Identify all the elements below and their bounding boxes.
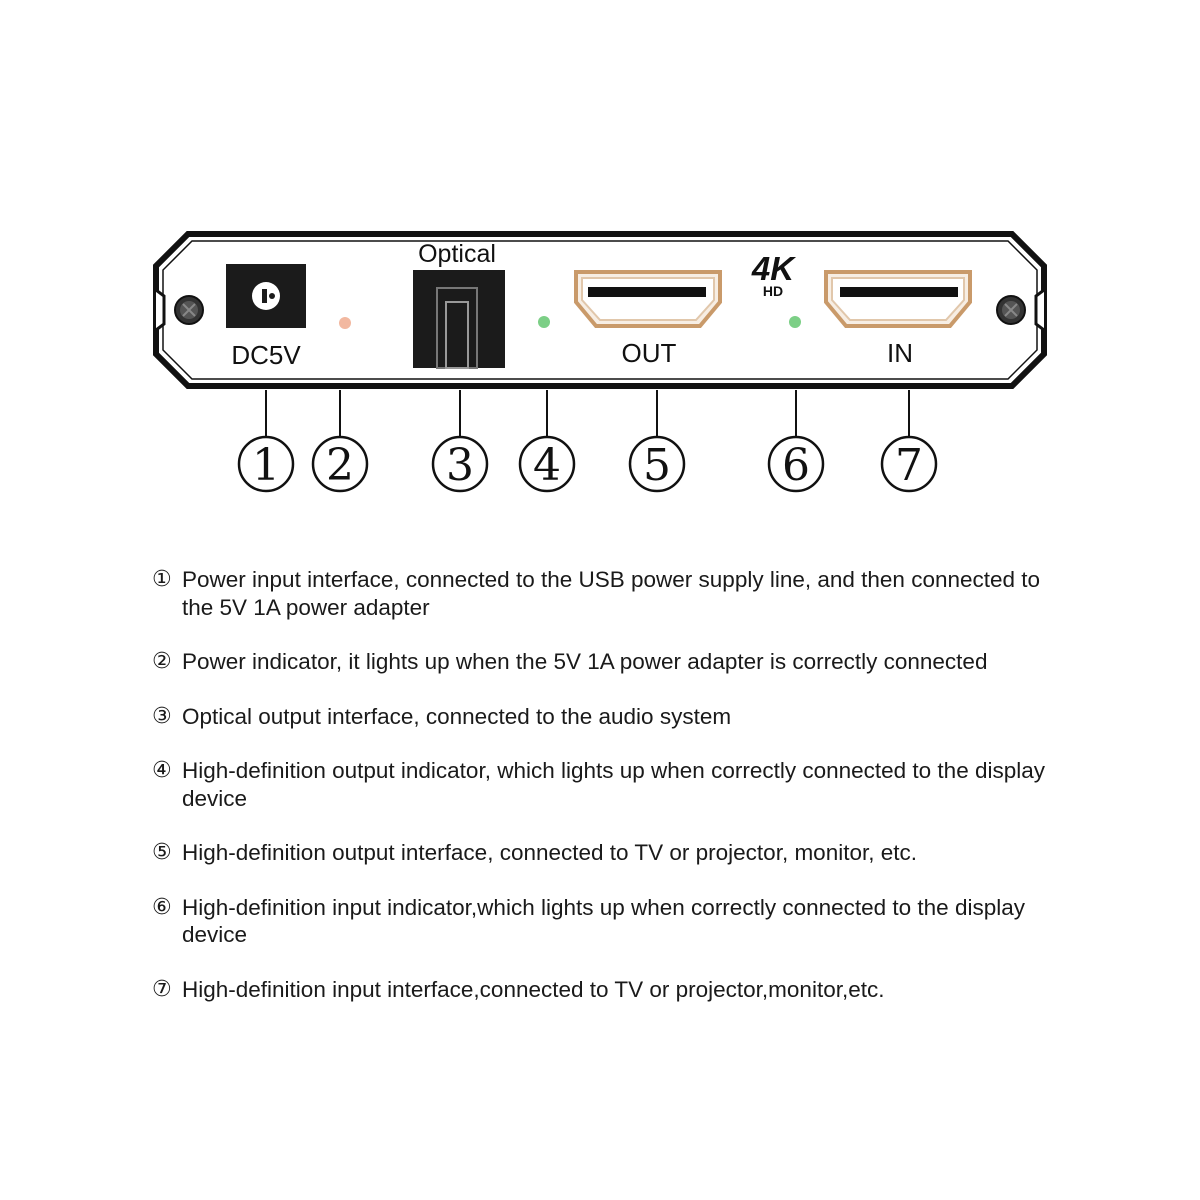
callout-2: 2 (311, 435, 369, 493)
description-item-6: ⑥ High-definition input indicator,which … (152, 894, 1072, 949)
logo-hd-text: HD (763, 283, 783, 299)
logo-4k-text: 4K (751, 250, 796, 287)
description-text: High-definition input interface,connecte… (182, 976, 885, 1002)
hdmi-in-port-icon (824, 270, 972, 328)
callout-4-number: 4 (533, 440, 561, 491)
description-text: High-definition output indicator, which … (182, 758, 1045, 811)
right-notch (1034, 288, 1045, 332)
description-text: Power input interface, connected to the … (182, 567, 1041, 620)
callout-7-number: 7 (895, 440, 923, 491)
hdmi-out-port-icon (574, 270, 722, 328)
description-number: ① (152, 567, 172, 592)
hd-in-led-icon (789, 316, 801, 328)
description-number: ⑤ (152, 840, 172, 865)
description-item-1: ① Power input interface, connected to th… (152, 566, 1072, 621)
callout-3: 3 (431, 435, 489, 493)
4k-hd-logo: 4K HD (751, 250, 796, 299)
description-number: ④ (152, 758, 172, 783)
description-item-4: ④ High-definition output indicator, whic… (152, 757, 1072, 812)
description-number: ⑦ (152, 976, 172, 1002)
callout-7: 7 (880, 435, 938, 493)
hd-out-led-icon (538, 316, 550, 328)
callout-1: 1 (237, 435, 295, 493)
callout-2-number: 2 (326, 440, 354, 491)
left-screw-icon (174, 295, 204, 325)
optical-label: Optical (418, 240, 496, 268)
callout-6-number: 6 (782, 440, 810, 491)
callout-4: 4 (518, 435, 576, 493)
leader-lines (265, 390, 910, 436)
optical-port-icon (413, 270, 505, 369)
description-list: ① Power input interface, connected to th… (152, 566, 1072, 1003)
callout-1-number: 1 (252, 440, 280, 491)
description-item-3: ③ Optical output interface, connected to… (152, 703, 1072, 731)
callout-6: 6 (767, 435, 825, 493)
description-item-7: ⑦ High-definition input interface,connec… (152, 976, 1072, 1004)
description-text: High-definition output interface, connec… (182, 840, 917, 865)
description-number: ⑥ (152, 894, 172, 920)
description-item-5: ⑤ High-definition output interface, conn… (152, 839, 1072, 867)
device-rear-panel-diagram: DC5V Optical OUT 4K HD IN (153, 231, 1047, 493)
callout-5-number: 5 (643, 440, 671, 491)
hdmi-in-label: IN (887, 338, 913, 368)
hdmi-out-label: OUT (622, 338, 677, 368)
description-number: ② (152, 649, 172, 674)
dc-power-jack-icon (226, 264, 306, 328)
power-led-icon (339, 317, 351, 329)
right-screw-icon (996, 295, 1026, 325)
description-text: High-definition input indicator,which li… (182, 894, 1025, 948)
callout-3-number: 3 (446, 440, 474, 491)
description-text: Optical output interface, connected to t… (182, 703, 732, 729)
description-item-2: ② Power indicator, it lights up when the… (152, 648, 1072, 676)
dc-label: DC5V (231, 340, 301, 370)
left-notch (155, 288, 166, 332)
description-number: ③ (152, 703, 172, 729)
callout-5: 5 (628, 435, 686, 493)
description-text: Power indicator, it lights up when the 5… (182, 649, 988, 674)
